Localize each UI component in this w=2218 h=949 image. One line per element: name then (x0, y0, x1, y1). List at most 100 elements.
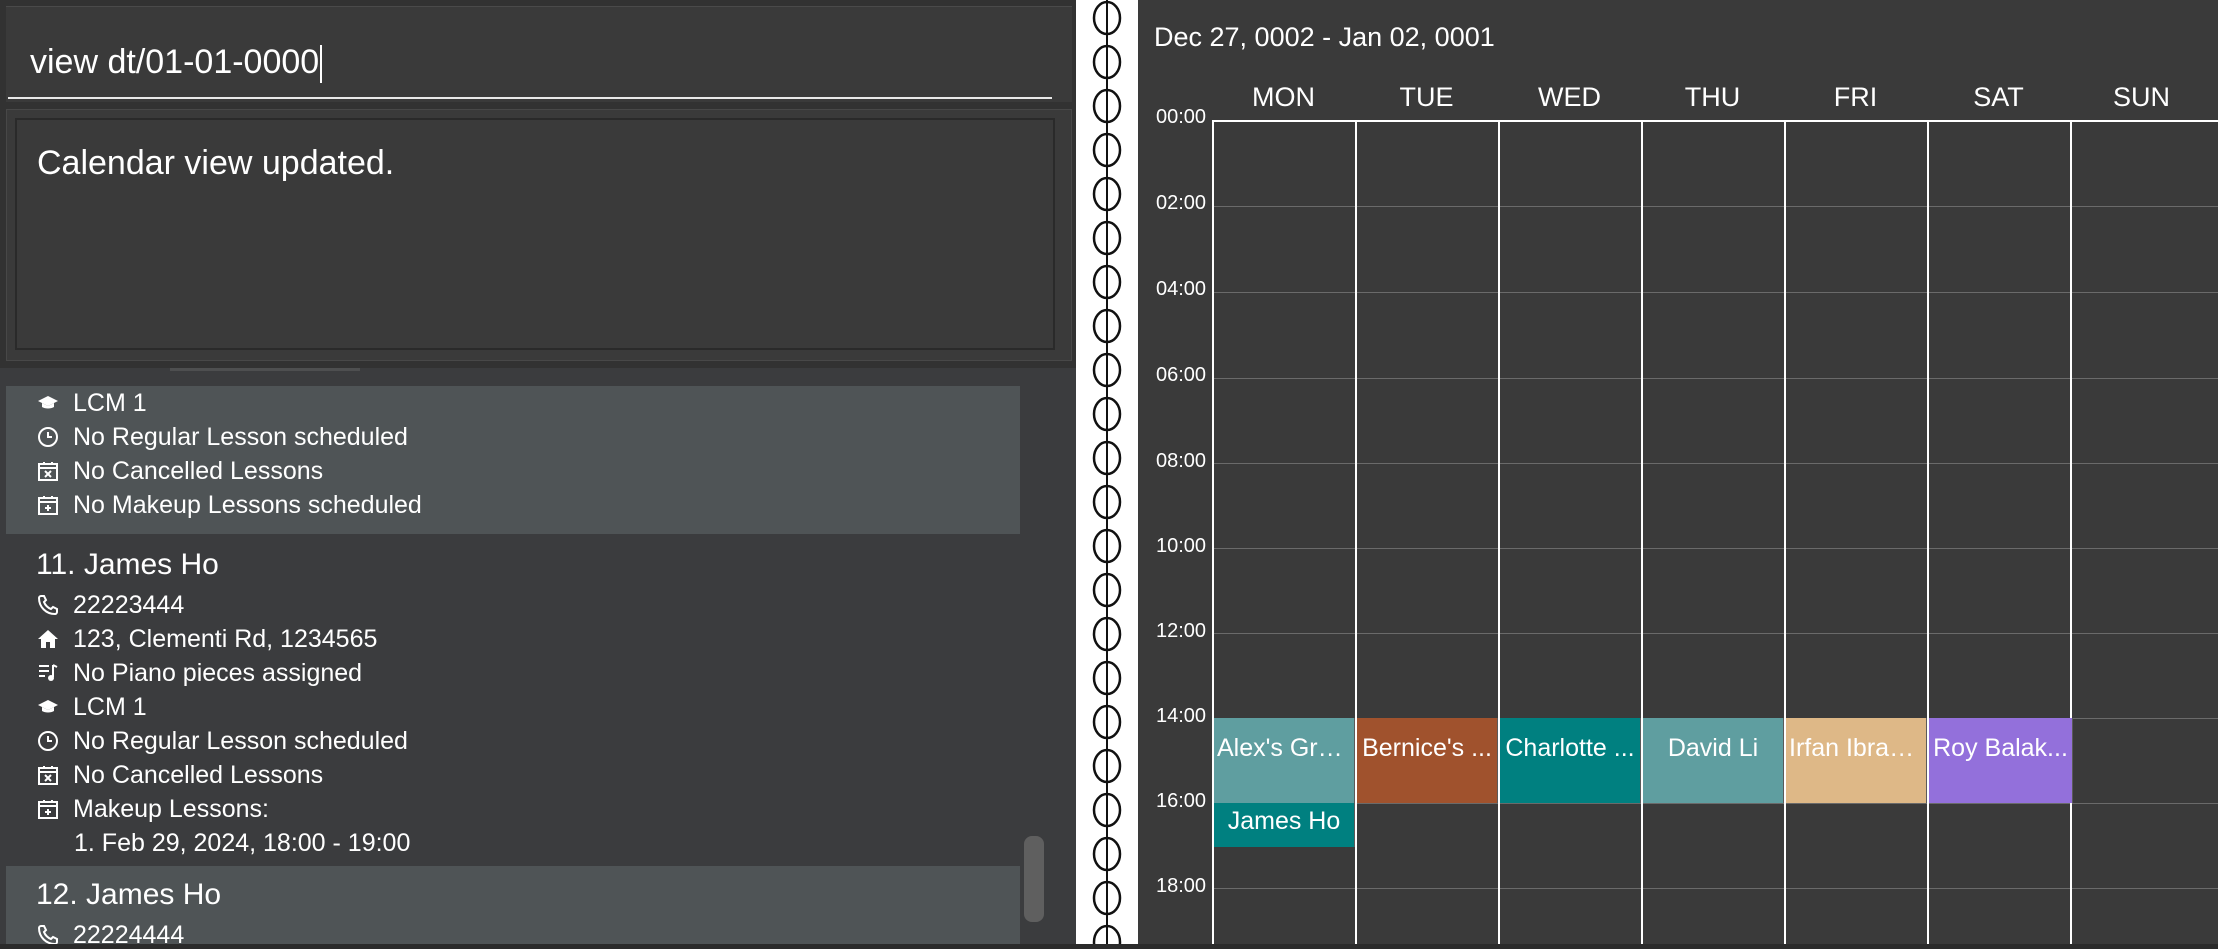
clipped-text-fragment (170, 368, 360, 371)
command-input[interactable]: view dt/01-01-0000 (30, 35, 1050, 89)
phone-icon (34, 921, 62, 944)
calendar-event[interactable]: David Li (1643, 718, 1784, 803)
makeup-lesson-item: 1. Feb 29, 2024, 18:00 - 19:00 (74, 829, 411, 857)
makeup-lessons-label: Makeup Lessons: (73, 794, 269, 823)
result-display-inner: Calendar view updated. (15, 118, 1055, 350)
command-underline (8, 97, 1052, 99)
student-card[interactable]: 11. James Ho 22223444 123, Clementi Rd, … (6, 534, 1020, 866)
grid-line (1212, 292, 2218, 293)
cancelled-lessons-text: No Cancelled Lessons (73, 456, 324, 485)
grid-column-line (2070, 120, 2072, 944)
calendar-event[interactable]: Charlotte ... (1500, 718, 1641, 803)
regular-lesson-text: No Regular Lesson scheduled (73, 726, 408, 755)
makeup-lessons-text: No Makeup Lessons scheduled (73, 490, 422, 519)
time-label: 02:00 (1156, 192, 1207, 214)
grade-text: LCM 1 (73, 388, 147, 417)
pieces-row: No Piano pieces assigned (34, 656, 362, 690)
home-icon (34, 625, 62, 653)
calendar-x-icon (34, 761, 62, 789)
grid-line (1212, 548, 2218, 549)
scrollbar-thumb[interactable] (1024, 836, 1044, 922)
address-text: 123, Clementi Rd, 1234565 (73, 624, 378, 653)
regular-lesson-text: No Regular Lesson scheduled (73, 422, 408, 451)
time-label: 10:00 (1156, 535, 1207, 557)
grid-line (1212, 463, 2218, 464)
time-label: 12:00 (1156, 620, 1207, 642)
grid-column-line (1784, 120, 1786, 944)
grid-line (1212, 120, 2218, 122)
clock-icon (34, 423, 62, 451)
grid-line (1212, 633, 2218, 634)
time-label: 08:00 (1156, 450, 1207, 472)
event-label: Bernice's ... (1362, 734, 1492, 762)
grid-line (1212, 378, 2218, 379)
day-header-tue: TUE (1399, 82, 1454, 112)
graduation-cap-icon (34, 389, 62, 417)
grid-column-line (1927, 120, 1929, 944)
student-card-partial[interactable]: LCM 1 No Regular Lesson scheduled No Can… (6, 386, 1020, 534)
calendar-event[interactable]: Irfan Ibrah... (1786, 718, 1927, 803)
clock-icon (34, 727, 62, 755)
cancelled-lessons-row: No Cancelled Lessons (34, 454, 323, 488)
result-display: Calendar view updated. (6, 109, 1072, 361)
calendar-x-icon (34, 457, 62, 485)
calendar-plus-icon (34, 491, 62, 519)
day-header-thu: THU (1684, 82, 1741, 112)
time-label: 18:00 (1156, 875, 1207, 897)
cancelled-lessons-text: No Cancelled Lessons (73, 760, 324, 789)
phone-icon (34, 591, 62, 619)
time-label: 04:00 (1156, 278, 1207, 300)
time-label: 14:00 (1156, 705, 1207, 727)
result-message: Calendar view updated. (37, 144, 395, 182)
graduation-cap-icon (34, 693, 62, 721)
phone-row: 22223444 (34, 588, 184, 622)
day-header-sun: SUN (2112, 82, 2170, 112)
student-card[interactable]: 12. James Ho 22224444 (6, 866, 1020, 944)
grid-line (1212, 803, 2218, 804)
text-caret (320, 45, 323, 84)
grid-column-line (1498, 120, 1500, 944)
grid-column-line (1355, 120, 1357, 944)
grid-line (1212, 206, 2218, 207)
student-name: 12. James Ho (36, 878, 222, 911)
grade-row: LCM 1 (34, 690, 147, 724)
spiral-binding (1076, 0, 1138, 949)
event-label: David Li (1667, 734, 1759, 762)
calendar-event[interactable]: Alex's Gro... (1214, 718, 1355, 803)
command-box[interactable]: view dt/01-01-0000 (6, 6, 1072, 102)
pieces-text: No Piano pieces assigned (73, 658, 363, 687)
left-pane: view dt/01-01-0000 Calendar view updated… (0, 0, 1076, 944)
time-label: 16:00 (1156, 790, 1207, 812)
calendar-pane: Dec 27, 0002 - Jan 02, 0001 MON TUE WED … (1138, 0, 2218, 944)
makeup-lessons-row: No Makeup Lessons scheduled (34, 488, 422, 522)
calendar-event[interactable]: Roy Balak... (1929, 718, 2073, 803)
event-label: Roy Balak... (1933, 734, 2068, 762)
event-label: Irfan Ibrah... (1789, 734, 1924, 762)
grade-row: LCM 1 (34, 386, 147, 420)
student-name: 11. James Ho (36, 548, 219, 581)
calendar-date-range: Dec 27, 0002 - Jan 02, 0001 (1154, 22, 1495, 52)
address-row: 123, Clementi Rd, 1234565 (34, 622, 377, 656)
student-list[interactable]: LCM 1 No Regular Lesson scheduled No Can… (0, 368, 1076, 944)
calendar-grid: Alex's Gro... Bernice's ... Charlotte ..… (1212, 120, 2218, 944)
phone-text: 22224444 (73, 920, 185, 945)
time-label: 00:00 (1156, 106, 1207, 128)
grade-text: LCM 1 (73, 692, 147, 721)
day-header-sat: SAT (1973, 82, 2024, 112)
regular-lesson-row: No Regular Lesson scheduled (34, 420, 408, 454)
grid-column-line (1641, 120, 1643, 944)
music-list-icon (34, 659, 62, 687)
day-header-fri: FRI (1833, 82, 1878, 112)
event-label: Charlotte ... (1505, 734, 1635, 762)
calendar-event[interactable]: James Ho (1214, 803, 1355, 847)
phone-row: 22224444 (34, 918, 184, 944)
time-label: 06:00 (1156, 364, 1207, 386)
calendar-event[interactable]: Bernice's ... (1357, 718, 1498, 803)
cancelled-lessons-row: No Cancelled Lessons (34, 758, 323, 792)
day-header-mon: MON (1252, 82, 1315, 112)
grid-column-line (1212, 120, 1214, 944)
makeup-lessons-row: Makeup Lessons: (34, 792, 269, 826)
day-header-wed: WED (1538, 82, 1601, 112)
regular-lesson-row: No Regular Lesson scheduled (34, 724, 408, 758)
phone-text: 22223444 (73, 590, 185, 619)
